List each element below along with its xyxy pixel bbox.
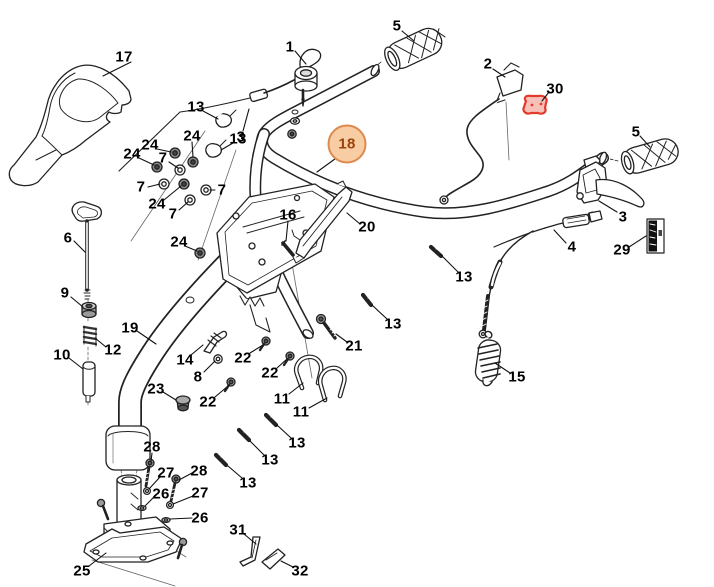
part-14-spring-lever xyxy=(203,330,228,354)
part-13-pins xyxy=(213,244,444,468)
part-20-support-bracket xyxy=(291,180,353,264)
part-label-13[interactable]: 13 xyxy=(384,315,402,333)
part-label-21[interactable]: 21 xyxy=(345,337,363,355)
part-label-22[interactable]: 22 xyxy=(234,349,252,367)
part-label-12[interactable]: 12 xyxy=(104,341,122,359)
part-6-t-handle xyxy=(71,201,103,300)
part-label-7[interactable]: 7 xyxy=(217,181,227,199)
part-label-23[interactable]: 23 xyxy=(147,380,165,398)
part-21-bolt xyxy=(315,313,338,340)
part-label-3[interactable]: 3 xyxy=(236,128,246,146)
part-label-7[interactable]: 7 xyxy=(158,149,168,167)
part-25-base-mount xyxy=(83,474,183,563)
leader-lines xyxy=(68,30,651,568)
part-label-24[interactable]: 24 xyxy=(123,145,141,163)
part-label-24[interactable]: 24 xyxy=(148,195,166,213)
part-label-24[interactable]: 24 xyxy=(183,127,201,145)
part-label-30[interactable]: 30 xyxy=(546,80,564,98)
part-label-22[interactable]: 22 xyxy=(199,393,217,411)
part-label-32[interactable]: 32 xyxy=(291,562,309,580)
part-3-drive-lever xyxy=(576,155,645,221)
part-label-20[interactable]: 20 xyxy=(358,218,376,236)
part-label-13[interactable]: 13 xyxy=(455,268,473,286)
part-label-8[interactable]: 8 xyxy=(193,368,203,386)
part-label-26[interactable]: 26 xyxy=(191,509,209,527)
fasteners-26-27-28 xyxy=(137,458,181,524)
part-1-throttle-lever xyxy=(118,48,322,172)
part-label-5[interactable]: 5 xyxy=(392,17,402,35)
part-label-16[interactable]: 16 xyxy=(279,206,297,224)
part-label-13[interactable]: 13 xyxy=(187,98,205,116)
part-label-2[interactable]: 2 xyxy=(483,55,493,73)
fasteners-24-nuts xyxy=(151,147,206,259)
part-12-spring xyxy=(82,325,98,347)
part-label-27[interactable]: 27 xyxy=(157,464,175,482)
part-16-pin xyxy=(281,240,295,257)
part-label-22[interactable]: 22 xyxy=(261,364,279,382)
part-label-9[interactable]: 9 xyxy=(60,284,70,302)
part-label-17[interactable]: 17 xyxy=(115,48,133,66)
part-13-cable-guides xyxy=(205,109,237,158)
part-11-u-bolts xyxy=(293,354,347,403)
part-4-cable-adjuster xyxy=(493,210,603,248)
part-label-18-highlighted[interactable]: 18 xyxy=(327,124,367,164)
part-label-28[interactable]: 28 xyxy=(190,462,208,480)
part-23-knob xyxy=(175,395,191,412)
part-label-27[interactable]: 27 xyxy=(191,484,209,502)
part-19-support-tube xyxy=(105,236,255,471)
part-label-6[interactable]: 6 xyxy=(63,229,73,247)
part-label-14[interactable]: 14 xyxy=(176,351,194,369)
part-29-safety-sticker xyxy=(646,218,665,254)
part-9-nut xyxy=(81,301,97,319)
part-label-24[interactable]: 24 xyxy=(170,233,188,251)
part-label-24[interactable]: 24 xyxy=(141,136,159,154)
part-label-29[interactable]: 29 xyxy=(613,241,631,259)
part-label-15[interactable]: 15 xyxy=(508,368,526,386)
part-17-console-cover xyxy=(8,64,132,187)
part-5-right-grip xyxy=(620,138,679,175)
part-8-washer xyxy=(213,354,223,364)
part-30-bracket xyxy=(522,94,548,115)
part-5-left-grip xyxy=(384,27,446,72)
part-label-19[interactable]: 19 xyxy=(121,319,139,337)
clutch-cable-lower xyxy=(478,230,534,339)
part-label-25[interactable]: 25 xyxy=(73,562,91,580)
part-label-13[interactable]: 13 xyxy=(288,434,306,452)
part-label-26[interactable]: 26 xyxy=(152,485,170,503)
part-15-spring xyxy=(474,330,502,387)
part-32-plate xyxy=(261,548,286,570)
part-label-7[interactable]: 7 xyxy=(168,205,178,223)
part-label-7[interactable]: 7 xyxy=(136,178,146,196)
part-label-5[interactable]: 5 xyxy=(631,123,641,141)
part-label-13[interactable]: 13 xyxy=(261,451,279,469)
part-label-3[interactable]: 3 xyxy=(618,208,628,226)
part-label-13[interactable]: 13 xyxy=(229,130,247,148)
part-10-sleeve xyxy=(82,361,96,403)
base-mount-bolts xyxy=(96,498,188,560)
part-label-31[interactable]: 31 xyxy=(229,521,247,539)
part-label-13[interactable]: 13 xyxy=(239,474,257,492)
part-label-28[interactable]: 28 xyxy=(143,438,161,456)
part-label-4[interactable]: 4 xyxy=(567,238,577,256)
part-label-11[interactable]: 11 xyxy=(292,403,310,421)
part-label-10[interactable]: 10 xyxy=(53,346,71,364)
part-label-1[interactable]: 1 xyxy=(285,38,295,56)
fasteners-22-screws xyxy=(223,336,295,393)
part-label-11[interactable]: 11 xyxy=(273,390,291,408)
